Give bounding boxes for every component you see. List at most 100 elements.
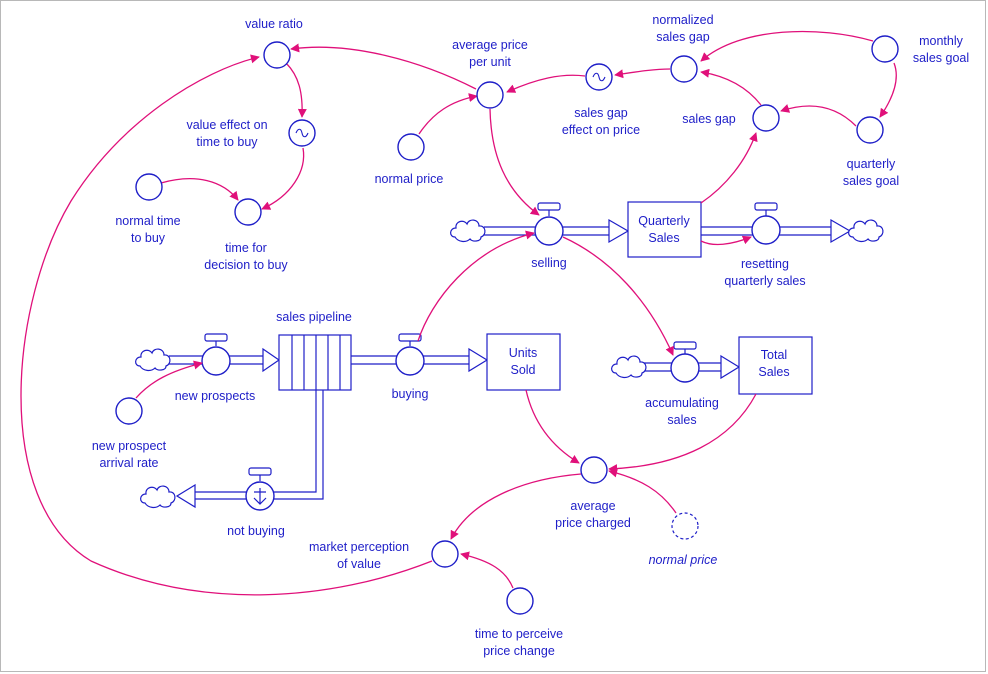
value-ratio-node[interactable] (263, 41, 291, 69)
link-normaltime-to-timefordecision (160, 178, 239, 201)
normal-time-to-buy-node[interactable] (135, 173, 163, 201)
label-avg-price-2: per unit (469, 55, 511, 69)
average-price-per-unit-node[interactable] (476, 81, 504, 109)
label-value-ratio: value ratio (245, 17, 303, 31)
link-totalsales-to-avgcharged (608, 393, 757, 474)
label-normal-price-ghost: normal price (649, 553, 718, 567)
time-to-perceive-node[interactable] (506, 587, 534, 615)
label-market-perception-2: of value (337, 557, 381, 571)
label-normgap-1: normalized (652, 13, 713, 27)
time-for-decision-node[interactable] (234, 198, 262, 226)
average-price-charged-node[interactable] (580, 456, 608, 484)
units-sold-stock[interactable] (486, 333, 561, 391)
label-normgap-2: sales gap (656, 30, 710, 44)
normalized-sales-gap-node[interactable] (670, 55, 698, 83)
accumulating-source-cloud-icon (611, 355, 647, 379)
label-avg-price-1: average price (452, 38, 528, 52)
label-sgeffect-1: sales gap (574, 106, 628, 120)
link-quarterly-to-salesgap (780, 104, 857, 127)
link-marketperception-to-valueratio (20, 54, 433, 596)
label-sales-gap: sales gap (682, 112, 736, 126)
label-monthly-1: monthly (919, 34, 964, 48)
label-quarterly-sales-1: Quarterly (638, 214, 690, 228)
monthly-sales-goal-node[interactable] (871, 35, 899, 63)
label-avg-charged-2: price charged (555, 516, 631, 530)
label-avg-charged-1: average (570, 499, 615, 513)
market-perception-node[interactable] (431, 540, 459, 568)
link-unitssold-to-avgcharged (525, 389, 580, 464)
link-quarterlysales-to-salesgap (700, 132, 758, 204)
link-monthly-to-quarterly (879, 62, 897, 118)
link-avgprice-to-selling (489, 108, 540, 216)
label-time-perceive-2: price change (483, 644, 555, 658)
link-quarterlysales-to-resetting (700, 235, 752, 246)
label-quarterly-goal-1: quarterly (847, 157, 896, 171)
wave-icon (295, 128, 309, 138)
not-buying-valve-icon[interactable] (245, 467, 275, 511)
wave-icon (592, 72, 606, 82)
label-buying: buying (392, 387, 429, 401)
value-effect-node[interactable] (288, 119, 316, 147)
link-selling-to-accumulating (562, 236, 674, 356)
sales-pipeline-conveyor[interactable] (278, 334, 352, 391)
causal-links (20, 30, 897, 596)
normal-price-node[interactable] (397, 133, 425, 161)
label-normal-time-1: normal time (115, 214, 180, 228)
new-prospects-valve-icon[interactable] (201, 333, 231, 376)
link-normalprice-ghost-to-avgcharged (608, 468, 677, 514)
label-arrival-rate-1: new prospect (92, 439, 167, 453)
link-timetoperceive-to-marketperception (460, 551, 514, 589)
label-sgeffect-2: effect on price (562, 123, 640, 137)
label-time-perceive-1: time to perceive (475, 627, 563, 641)
label-time-decision-1: time for (225, 241, 267, 255)
link-avgcharged-to-marketperception (450, 473, 582, 540)
label-total-sales-1: Total (761, 348, 787, 362)
link-arrivalrate-to-newprospects (135, 360, 203, 399)
label-new-prospects: new prospects (175, 389, 256, 403)
selling-source-cloud-icon (450, 219, 486, 243)
label-sales-pipeline: sales pipeline (276, 310, 352, 324)
label-not-buying: not buying (227, 524, 285, 538)
new-prospect-arrival-rate-node[interactable] (115, 397, 143, 425)
label-units-sold-2: Sold (510, 363, 535, 377)
link-valueratio-to-valueeffect (285, 62, 307, 118)
label-units-sold-1: Units (509, 346, 537, 360)
link-salesgap-to-normgap (700, 68, 762, 106)
link-normgap-to-salesgapeffect (614, 68, 671, 79)
link-salesgapeffect-to-avgprice (506, 74, 586, 93)
label-market-perception-1: market perception (309, 540, 409, 554)
normal-price-ghost-node[interactable] (671, 512, 699, 540)
resetting-sink-cloud-icon (848, 219, 884, 243)
selling-valve-icon[interactable] (534, 202, 564, 246)
quarterly-sales-goal-node[interactable] (856, 116, 884, 144)
prospects-source-cloud-icon (135, 348, 171, 372)
total-sales-stock[interactable] (738, 336, 813, 395)
label-value-effect-1: value effect on (186, 118, 267, 132)
resetting-valve-icon[interactable] (751, 202, 781, 245)
label-quarterly-sales-2: Sales (648, 231, 679, 245)
label-normal-price: normal price (375, 172, 444, 186)
label-accumulating-1: accumulating (645, 396, 719, 410)
sales-gap-effect-node[interactable] (585, 63, 613, 91)
label-time-decision-2: decision to buy (204, 258, 288, 272)
label-resetting-1: resetting (741, 257, 789, 271)
label-resetting-2: quarterly sales (724, 274, 805, 288)
label-arrival-rate-2: arrival rate (99, 456, 158, 470)
labels: value ratio average price per unit norma… (92, 13, 969, 658)
label-normal-time-2: to buy (131, 231, 166, 245)
link-normalprice-to-avgprice (418, 93, 478, 135)
link-avgprice-to-valueratio (290, 43, 477, 90)
sales-gap-node[interactable] (752, 104, 780, 132)
label-accumulating-2: sales (667, 413, 696, 427)
label-quarterly-goal-2: sales goal (843, 174, 899, 188)
quarterly-sales-stock[interactable] (627, 201, 702, 258)
not-buying-sink-cloud-icon (140, 485, 176, 509)
link-valueeffect-to-timefordecision (261, 147, 305, 210)
label-value-effect-2: time to buy (196, 135, 258, 149)
buying-valve-icon[interactable] (395, 333, 425, 376)
label-total-sales-2: Sales (758, 365, 789, 379)
label-monthly-2: sales goal (913, 51, 969, 65)
accumulating-valve-icon[interactable] (670, 341, 700, 383)
